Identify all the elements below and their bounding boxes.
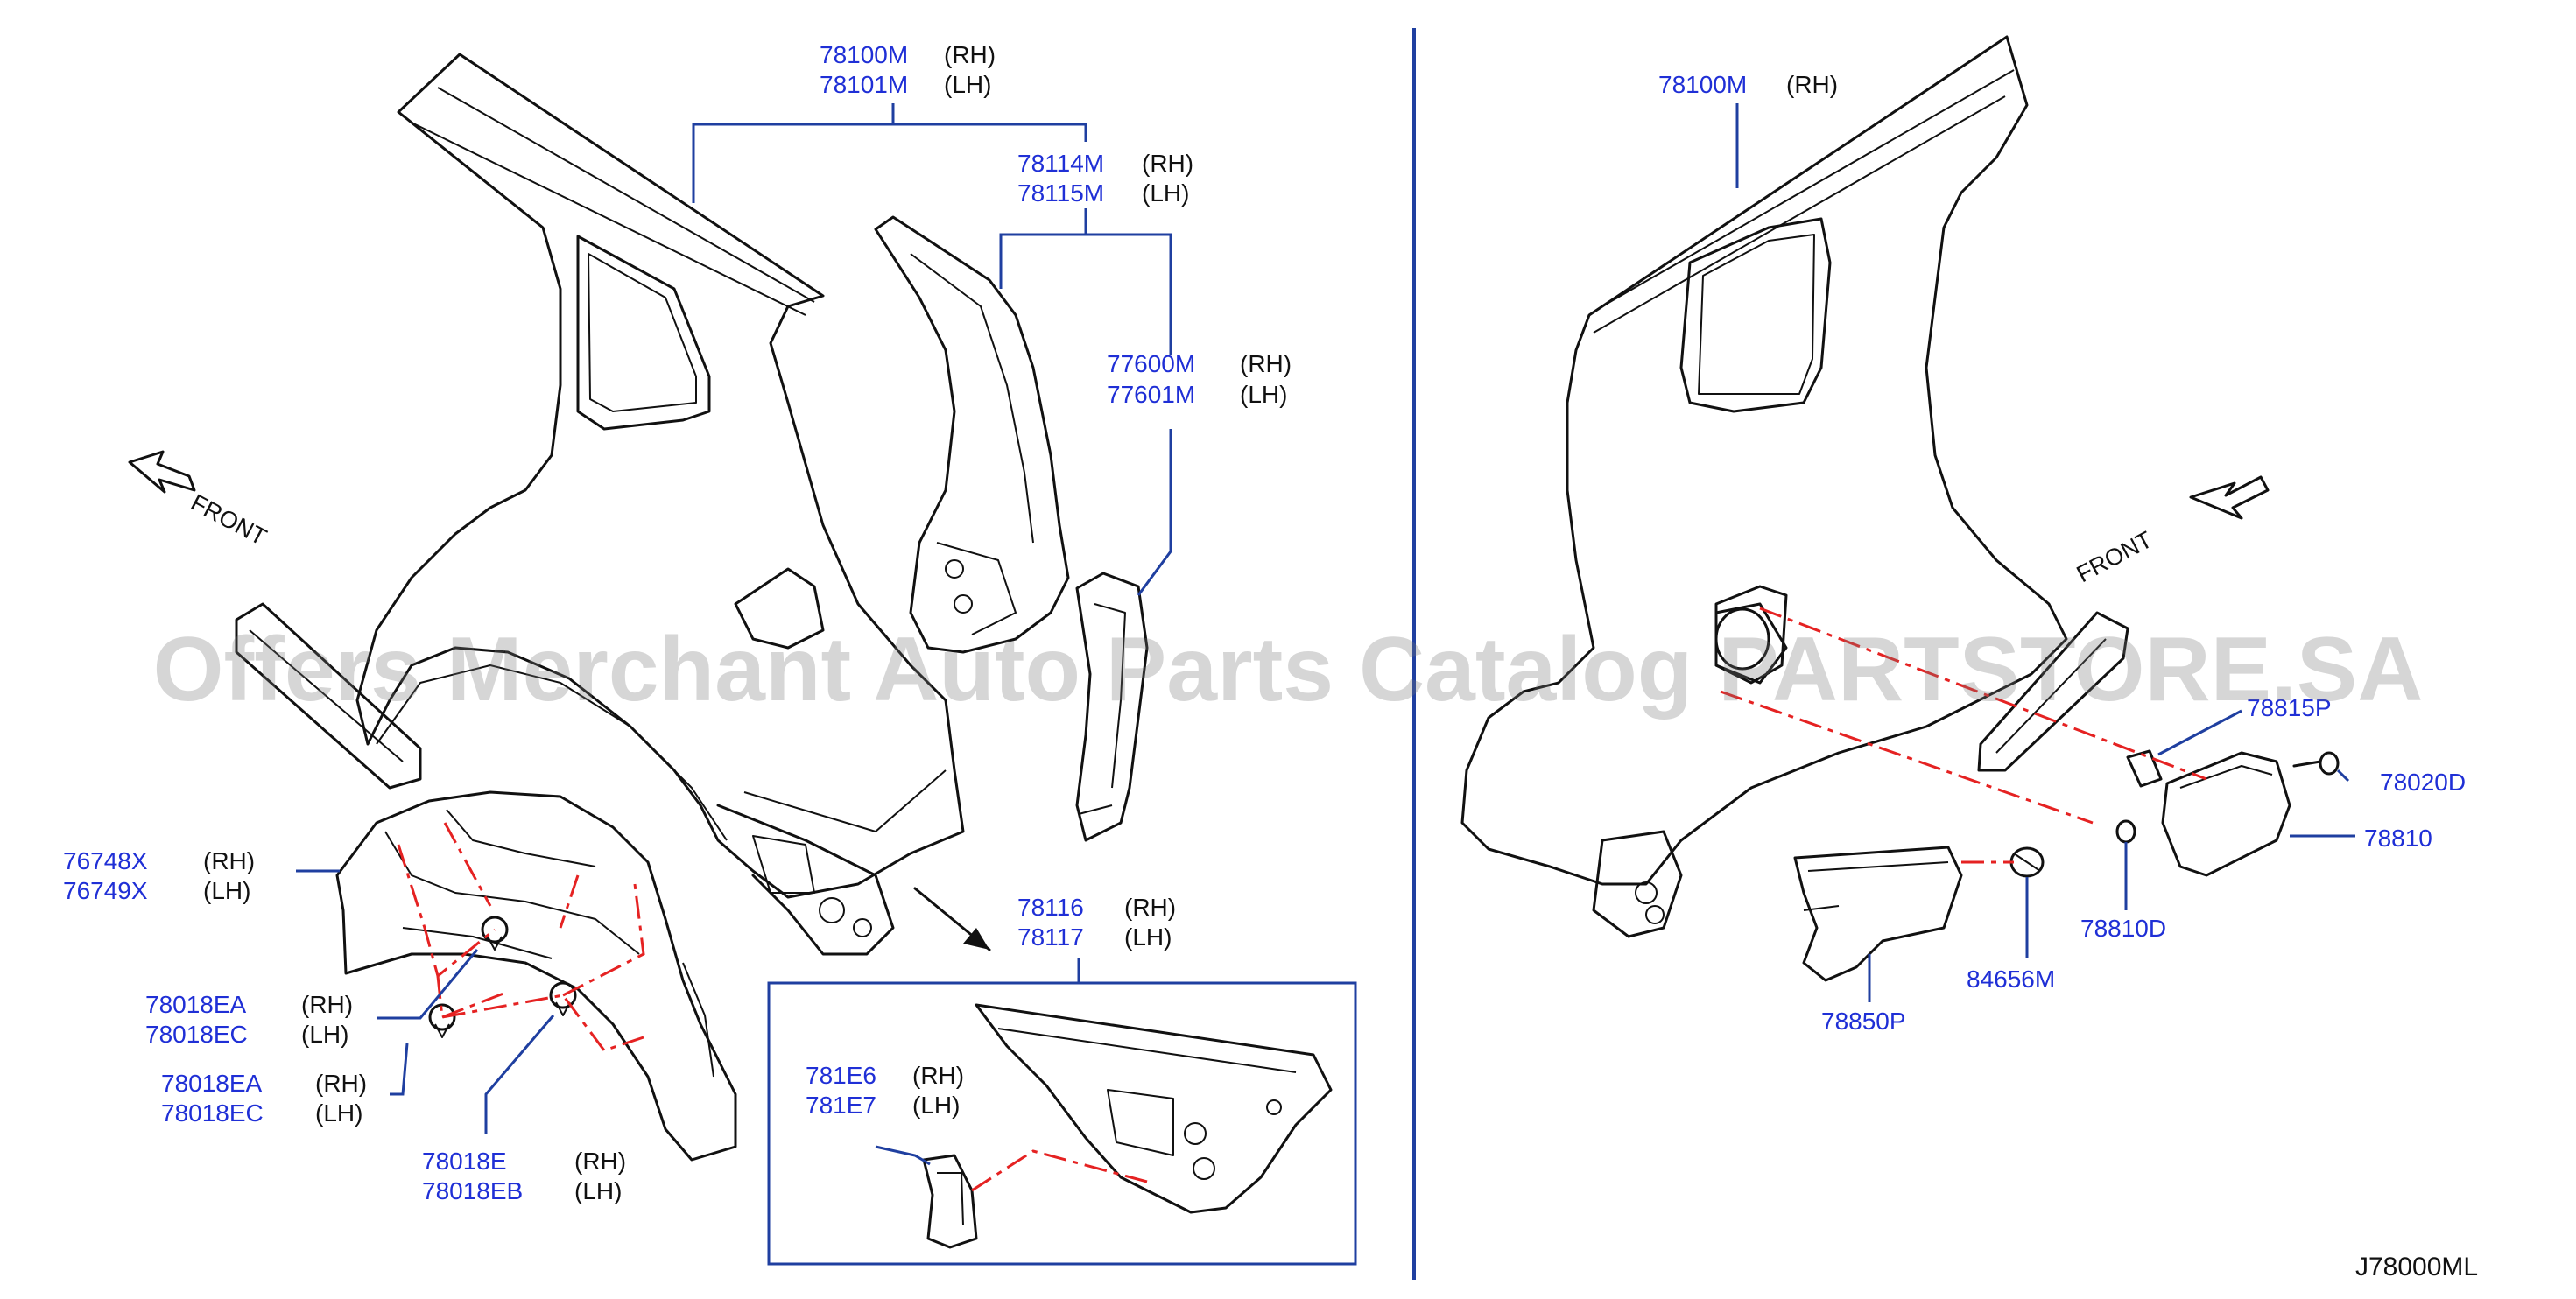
rear-pillar-reinforcement: [1075, 572, 1149, 842]
watermark-text: Offers Merchant Auto Parts Catalog PARTS…: [153, 619, 2424, 720]
label-rh: (RH): [1786, 71, 1838, 98]
clip-78018ea-upper: [481, 916, 509, 951]
clip-78018ea-lower: [428, 1003, 456, 1038]
label-78018ec: 78018EC: [145, 1021, 248, 1048]
rear-wheel-house-liner: [335, 790, 737, 1162]
label-78100m-rh: 78100M: [1658, 71, 1747, 98]
grommet-84656m: [2009, 846, 2045, 878]
detail-callout-arrow: [913, 887, 991, 951]
detail-box: [767, 981, 1357, 1266]
label-lh: (LH): [944, 71, 991, 98]
leader-lines: [296, 103, 2355, 1166]
label-rh: (RH): [574, 1148, 626, 1175]
assembly-phantom-lines-left: [397, 822, 645, 1052]
label-78117: 78117: [1017, 923, 1084, 951]
label-rh: (RH): [1240, 350, 1292, 377]
diagram-code: J78000ML: [2355, 1253, 2478, 1281]
label-78020d: 78020D: [2380, 769, 2466, 796]
fuel-filler-lid-78810: [2161, 751, 2291, 877]
label-lh: (LH): [574, 1177, 622, 1204]
label-78115m: 78115M: [1017, 179, 1104, 207]
label-781e6: 781E6: [806, 1062, 876, 1089]
label-781e7: 781E7: [806, 1092, 876, 1119]
label-lh: (LH): [1142, 179, 1189, 207]
lid-spring-78815p: [2126, 749, 2163, 788]
lower-bracket-781e6: [922, 1154, 978, 1249]
rear-pillar-lower-extension: [975, 1003, 1333, 1214]
label-78018ec-2: 78018EC: [161, 1099, 264, 1127]
label-78018ea: 78018EA: [145, 991, 247, 1018]
label-77601m: 77601M: [1107, 381, 1195, 408]
rear-floor-side-rail-rh: [1977, 611, 2129, 772]
bolt-78020d: [2292, 751, 2340, 776]
label-rh: (RH): [301, 991, 353, 1018]
label-78815p: 78815P: [2247, 694, 2332, 721]
rear-pillar-inner-panel: [874, 215, 1070, 654]
rear-body-side-outer-panel-rh: [1460, 35, 2068, 938]
front-direction-arrow-left: FRONT: [128, 450, 271, 551]
label-78116: 78116: [1017, 894, 1084, 921]
rear-body-side-outer-panel: [355, 53, 965, 956]
front-label-left: FRONT: [187, 489, 271, 551]
label-78018eb: 78018EB: [422, 1177, 523, 1204]
label-lh: (LH): [912, 1092, 960, 1119]
fuel-filler-base-78850p: [1793, 846, 1963, 982]
assembly-phantom-lines-right: [1720, 607, 2207, 864]
label-rh: (RH): [1124, 894, 1176, 921]
label-78101m: 78101M: [820, 71, 908, 98]
label-rh: (RH): [1142, 150, 1193, 177]
label-lh: (LH): [203, 877, 250, 904]
label-lh: (LH): [1240, 381, 1287, 408]
label-lh: (LH): [301, 1021, 348, 1048]
front-direction-arrow-right: FRONT: [2073, 475, 2270, 587]
label-78018e: 78018E: [422, 1148, 507, 1175]
label-77600m: 77600M: [1107, 350, 1195, 377]
assembly-phantom-line-detail: [971, 1149, 1148, 1192]
label-78018ea-2: 78018EA: [161, 1070, 263, 1097]
label-lh: (LH): [315, 1099, 362, 1127]
label-78100m: 78100M: [820, 41, 908, 68]
label-78810: 78810: [2364, 825, 2432, 852]
label-84656m: 84656M: [1967, 965, 2055, 993]
label-76748x: 76748X: [63, 847, 148, 874]
label-lh: (LH): [1124, 923, 1172, 951]
bumper-rubber-78810d: [2115, 819, 2136, 844]
label-76749x: 76749X: [63, 877, 148, 904]
label-78850p: 78850P: [1821, 1008, 1906, 1035]
front-label-right: FRONT: [2073, 526, 2157, 587]
clip-78018e: [549, 981, 577, 1016]
label-rh: (RH): [203, 847, 255, 874]
rear-floor-side-rail: [235, 602, 422, 790]
label-rh: (RH): [912, 1062, 964, 1089]
label-78114m: 78114M: [1017, 150, 1104, 177]
label-rh: (RH): [315, 1070, 367, 1097]
fuel-filler-pocket: [1714, 585, 1788, 685]
label-rh: (RH): [944, 41, 996, 68]
label-78810d: 78810D: [2080, 915, 2166, 942]
part-labels: 78100M (RH) 78101M (LH) 78114M (RH) 7811…: [63, 41, 2466, 1204]
